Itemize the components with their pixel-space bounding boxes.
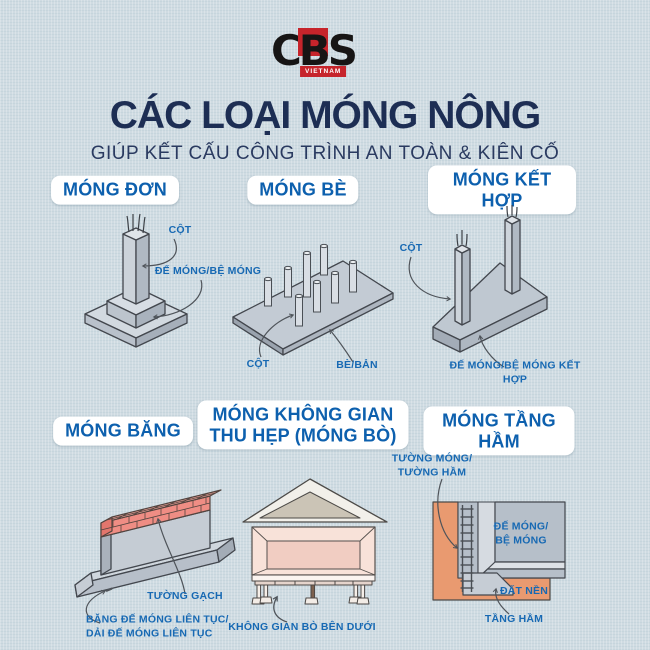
mong-tang-ham-diagram bbox=[415, 455, 595, 630]
piers bbox=[252, 585, 369, 604]
section-title-mong-tang-ham: MÓNG TẦNG HẦM bbox=[423, 406, 575, 456]
combined-footing-slab bbox=[433, 263, 547, 352]
label-cot-mong-don: CỘT bbox=[168, 224, 192, 237]
section-title-mong-bang: MÓNG BĂNG bbox=[53, 416, 193, 446]
label-tuong-gach: TƯỜNG GẠCH bbox=[147, 590, 223, 603]
connector-lines bbox=[438, 479, 509, 614]
logo-country-badge: VIETNAM bbox=[300, 66, 347, 77]
label-de-mong-tang-ham: ĐẾ MÓNG/ BỆ MÓNG bbox=[493, 520, 549, 546]
mong-bang-diagram bbox=[45, 455, 245, 650]
footing-base bbox=[85, 287, 187, 347]
page-subtitle: GIÚP KẾT CẤU CÔNG TRÌNH AN TOÀN & KIÊN C… bbox=[90, 143, 560, 164]
brick-joints bbox=[101, 493, 216, 532]
rebar bbox=[127, 214, 145, 233]
left-column bbox=[455, 245, 470, 325]
section-title-mong-be: MÓNG BÈ bbox=[247, 175, 359, 205]
label-cot-mong-be: CỘT bbox=[246, 358, 270, 371]
floor-band bbox=[252, 575, 375, 585]
right-column bbox=[505, 216, 520, 294]
house-wall bbox=[252, 527, 375, 575]
page-title: CÁC LOẠI MÓNG NÔNG bbox=[109, 94, 541, 137]
connector-lines bbox=[260, 315, 353, 362]
label-cot-mong-ket-hop: CỘT bbox=[399, 242, 423, 255]
connector-lines bbox=[274, 597, 287, 622]
mong-be-diagram bbox=[225, 235, 420, 395]
connector-lines bbox=[409, 257, 504, 367]
section-title-mong-ket-hop: MÓNG KẾT HỢP bbox=[428, 165, 576, 215]
label-tang-ham: TẦNG HẦM bbox=[484, 613, 544, 626]
section-title-mong-don: MÓNG ĐƠN bbox=[51, 175, 179, 205]
label-de-mong-mong-don: ĐẾ MÓNG/BỆ MÓNG bbox=[154, 265, 262, 278]
label-khong-gian-bo: KHÔNG GIAN BÒ BÊN DƯỚI bbox=[228, 621, 376, 634]
rebar bbox=[457, 205, 517, 246]
logo-letter-c: C bbox=[270, 26, 302, 75]
logo-letters: CBS bbox=[270, 26, 358, 75]
label-dat-nen: ĐẤT NỀN bbox=[499, 585, 549, 598]
mong-ket-hop-diagram bbox=[395, 205, 610, 390]
connector-lines bbox=[86, 519, 185, 623]
label-bang-de-mong: BĂNG ĐẾ MÓNG LIÊN TỤC/ DẢI ĐẾ MÓNG LIÊN … bbox=[86, 613, 229, 639]
cbs-logo: CBS VIETNAM bbox=[243, 28, 383, 80]
footing-block bbox=[463, 502, 565, 595]
mong-don-diagram bbox=[55, 200, 240, 390]
label-tuong-mong: TƯỜNG MÓNG/ TƯỜNG HẦM bbox=[391, 452, 473, 478]
section-title-mong-khong-gian: MÓNG KHÔNG GIAN THU HẸP (MÓNG BÒ) bbox=[197, 400, 409, 450]
label-be-ban: BÈ/BẢN bbox=[336, 359, 378, 372]
logo-letter-s: S bbox=[327, 26, 358, 75]
columns bbox=[265, 244, 357, 326]
roof bbox=[243, 479, 387, 522]
label-de-mong-ket-hop: ĐẾ MÓNG/BỆ MÓNG KẾT HỢP bbox=[449, 359, 581, 385]
mong-khong-gian-diagram bbox=[235, 465, 415, 640]
logo-letter-b: B bbox=[297, 26, 331, 75]
connector-lines bbox=[143, 239, 202, 317]
